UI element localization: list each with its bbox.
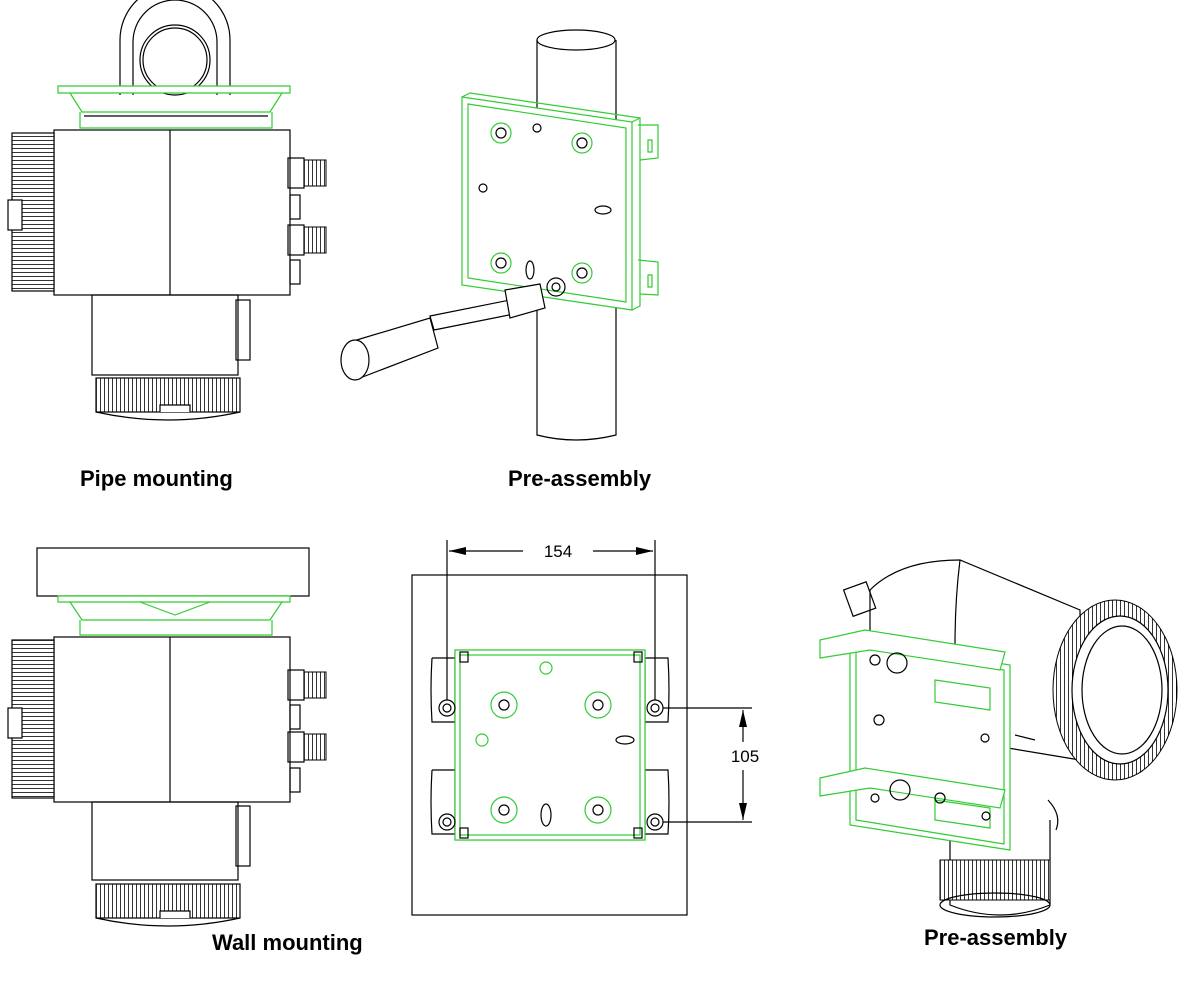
pipe-mounting-view [7, 0, 327, 421]
pre-assembly-pipe-view [340, 29, 659, 441]
plate-dimension-view [411, 540, 752, 916]
caption-pipe-mounting: Pipe mounting [80, 466, 233, 491]
caption-wall-mounting: Wall mounting [212, 930, 363, 955]
dimension-height-label: 105 [731, 747, 759, 766]
caption-pre-assembly-top: Pre-assembly [508, 466, 652, 491]
wall-mounting-view [7, 547, 327, 927]
pre-assembly-device-view [819, 559, 1178, 918]
dimension-width-label: 154 [544, 542, 572, 561]
caption-pre-assembly-bottom: Pre-assembly [924, 925, 1068, 950]
